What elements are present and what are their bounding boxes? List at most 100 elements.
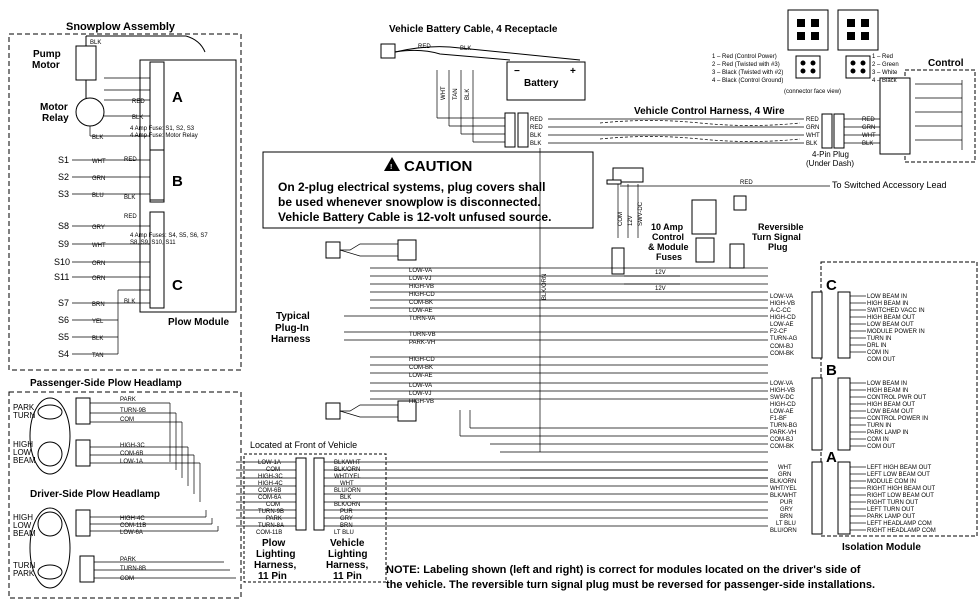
- fuse-12v-a: 12V: [655, 270, 666, 276]
- pm-wire-3: BLK: [92, 135, 103, 141]
- iso-a-wire-6: PUR: [780, 500, 793, 506]
- iso-pin-lines: [850, 295, 866, 531]
- connector-face-3: [795, 55, 821, 79]
- d-low-label: LOW: [13, 521, 32, 530]
- iso-connector-b: [811, 377, 823, 451]
- warning-icon: [384, 157, 400, 171]
- fuse-holder: [611, 247, 625, 275]
- battery-cable-title: Vehicle Battery Cable, 4 Receptacle: [389, 24, 558, 35]
- plw-3: HIGH-3C: [258, 474, 283, 480]
- vlw-7: BLK/ORN: [334, 502, 360, 508]
- motor-relay-label-1: Motor: [40, 102, 68, 113]
- pm-wire-6: RED: [124, 214, 137, 220]
- iso-b-wire-4: HIGH-CD: [770, 402, 796, 408]
- harness-blk-2: BLK: [530, 141, 541, 147]
- iso-a-wire-2: GRN: [778, 472, 791, 478]
- switch-wire-s7: BRN: [92, 302, 105, 308]
- reversible-label-1: Reversible: [758, 222, 804, 232]
- iso-c-label-4: HIGH BEAM OUT: [867, 315, 915, 321]
- blkorn-vertical-label: BLK/ORN: [542, 274, 548, 300]
- iso-b-wire-7: TURN-BG: [770, 423, 798, 429]
- plow-lighting-wires: LOW-1A COM HIGH-3C HIGH-4C COM-6B COM-6A…: [256, 460, 284, 536]
- iso-c-label-10: COM OUT: [867, 357, 896, 363]
- iso-a-label-1: LEFT HIGH BEAM OUT: [867, 465, 932, 471]
- vehicle-lighting-label-4: 11 Pin: [333, 571, 362, 582]
- iso-c-label-9: COM IN: [867, 350, 889, 356]
- vlw-2: BLK/ORN: [334, 467, 360, 473]
- switch-wire-s1: WHT: [92, 159, 106, 165]
- vlw-6: BLK: [340, 495, 351, 501]
- iso-c-wire-3: A-C-CC: [770, 308, 792, 314]
- reversible-label-3: Plug: [768, 242, 788, 252]
- plw-5: COM-6B: [258, 488, 281, 494]
- iso-a-label-6: RIGHT TURN OUT: [867, 500, 918, 506]
- switched-accessory-label: To Switched Accessory Lead: [832, 180, 947, 190]
- plow-lighting-label-2: Lighting: [256, 549, 295, 560]
- plow-lighting-label-1: Plow: [262, 538, 286, 549]
- iso-b-wire-2: HIGH-VB: [770, 388, 795, 394]
- vlw-10: BRN: [340, 523, 353, 529]
- plugin-connector-top-right: [397, 239, 417, 261]
- plw-9: PARK: [266, 516, 282, 522]
- fuse-s8: S8, S9, S10, S11: [130, 240, 176, 246]
- iso-b-label-7: TURN IN: [867, 423, 891, 429]
- iso-c-wire-8: COM-BJ: [770, 344, 793, 350]
- iso-a-label-10: RIGHT HEADLAMP COM: [867, 528, 936, 534]
- switch-s5: S5: [58, 332, 69, 342]
- plugin-wire-3: HIGH-VB: [409, 284, 434, 290]
- p-turn-label: TURN: [13, 411, 35, 420]
- plugin-wire-9: PARK-VH: [409, 340, 435, 346]
- harness-red-2: RED: [530, 125, 543, 131]
- legend-right-3: 3 – White: [872, 70, 898, 76]
- fuse-connector: [612, 167, 644, 183]
- vlw-9: GRY: [340, 516, 353, 522]
- battery-receptacle-1: [504, 112, 516, 148]
- legend-left-4: 4 – Black (Control Ground): [712, 78, 783, 84]
- under-dash-label: (Under Dash): [806, 159, 854, 168]
- switch-wire-s9: WHT: [92, 243, 106, 249]
- switch-s10: S10: [54, 257, 70, 267]
- batt-wht-label: WHT: [441, 86, 447, 100]
- iso-b-wire-3: SWV-DC: [770, 395, 795, 401]
- iso-b-label-8: PARK LAMP IN: [867, 430, 908, 436]
- iso-b-wires: LOW-VA HIGH-VB SWV-DC HIGH-CD LOW-AE F1-…: [770, 381, 798, 450]
- vlw-3: WHT/YEL: [334, 474, 361, 480]
- iso-c-wire-9: COM-BK: [770, 351, 794, 357]
- battery-plus: +: [570, 66, 576, 77]
- ctrl-grn: GRN: [862, 125, 875, 131]
- p-wire-4: HIGH-3C: [120, 443, 145, 449]
- iso-b-label-10: COM OUT: [867, 444, 896, 450]
- passenger-beam-plug: [75, 439, 91, 467]
- battery-receptacle-2: [517, 112, 529, 148]
- iso-a-label-8: PARK LAMP OUT: [867, 514, 915, 520]
- plw-7: COM: [266, 502, 280, 508]
- warning-icon-mark: !: [390, 164, 392, 171]
- iso-b-label-1: LOW BEAM IN: [867, 381, 907, 387]
- fuse-relay: 4 Amp Fuse: Motor Relay: [130, 133, 198, 139]
- harness-red-1: RED: [530, 117, 543, 123]
- switch-s9: S9: [58, 239, 69, 249]
- connector-face-4: [845, 55, 871, 79]
- d-wire-4: PARK: [120, 557, 136, 563]
- iso-c-wires: LOW-VA HIGH-VB A-C-CC HIGH-CD LOW-AE F2-…: [770, 294, 798, 357]
- iso-b-wire-5: LOW-AE: [770, 409, 794, 415]
- note-line-2: the vehicle. The reversible turn signal …: [386, 579, 875, 591]
- switch-s8: S8: [58, 221, 69, 231]
- iso-c-wire-4: HIGH-CD: [770, 315, 796, 321]
- iso-a-label-2: LEFT LOW BEAM OUT: [867, 472, 930, 478]
- battery: [506, 61, 586, 101]
- iso-b-wire-9: COM-BJ: [770, 437, 793, 443]
- ctrl-red: RED: [862, 117, 875, 123]
- plugin-wire-12: LOW-AE: [409, 373, 433, 379]
- p-park-label: PARK: [13, 403, 35, 412]
- switch-list: S1 S2 S3 S8 S9 S10 S11 S7 S6 S5 S4 WHT G…: [54, 155, 106, 359]
- ctrl-blk: BLK: [862, 141, 873, 147]
- battery-minus: −: [514, 66, 520, 77]
- iso-b-label-5: LOW BEAM OUT: [867, 409, 914, 415]
- fuses-label-1: 10 Amp: [651, 222, 684, 232]
- iso-a-wire-10: BLU/ORN: [770, 528, 797, 534]
- iso-c-wire-5: LOW-AE: [770, 322, 794, 328]
- control-connector: [879, 77, 911, 155]
- pump-blk-label: BLK: [90, 40, 101, 46]
- fuse-swvdc: SWV-DC: [638, 201, 644, 226]
